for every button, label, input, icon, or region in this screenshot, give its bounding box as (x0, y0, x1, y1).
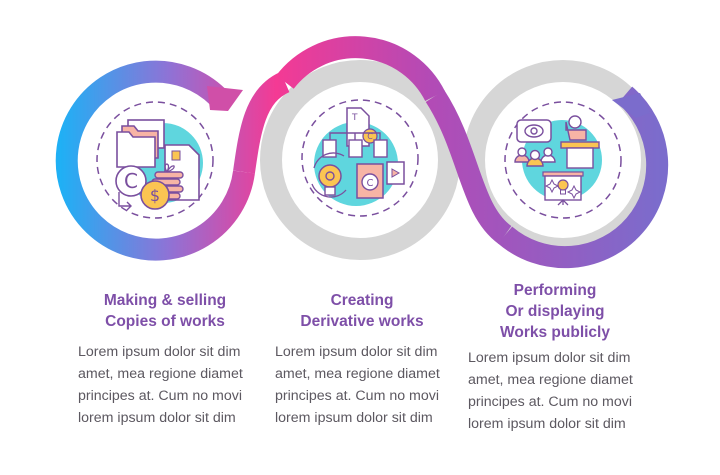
title-line: Creating (330, 292, 394, 309)
step-2: Creating Derivative works Lorem ipsum do… (275, 290, 449, 429)
title-line: Copies of works (105, 313, 225, 330)
body-line: Lorem ipsum dolor sit dim (275, 344, 438, 360)
derivative-works-icon: T C C (301, 99, 419, 217)
step-1-body: Lorem ipsum dolor sit dim amet, mea regi… (78, 341, 252, 429)
gradient-ribbon (55, 36, 669, 269)
body-line: principes at. Cum no movi (78, 388, 243, 404)
public-performance-icon (504, 101, 622, 219)
body-line: lorem ipsum dolor sit dim (275, 410, 433, 426)
svg-text:$: $ (150, 186, 160, 205)
body-line: lorem ipsum dolor sit dim (78, 410, 236, 426)
title-line: Works publicly (500, 324, 610, 341)
title-line: Performing (513, 282, 597, 299)
step-3: Performing Or displaying Works publicly … (468, 280, 642, 435)
title-line: Derivative works (300, 313, 424, 330)
copies-sales-icon: C $ (96, 101, 214, 219)
title-line: Or displaying (505, 303, 605, 320)
body-line: amet, mea regione diamet (275, 366, 440, 382)
body-line: principes at. Cum no movi (468, 394, 633, 410)
svg-text:C: C (367, 132, 373, 141)
body-line: Lorem ipsum dolor sit dim (78, 344, 241, 360)
arrow-tip-step-1 (207, 86, 243, 111)
body-line: amet, mea regione diamet (78, 366, 243, 382)
body-line: lorem ipsum dolor sit dim (468, 416, 626, 432)
step-1-title: Making & selling Copies of works (78, 290, 252, 332)
title-line: Making & selling (103, 292, 227, 309)
step-2-body: Lorem ipsum dolor sit dim amet, mea regi… (275, 341, 449, 429)
arrow-tip-step-3 (612, 93, 650, 118)
process-ribbon-diagram: C $ T C C (55, 36, 669, 269)
step-3-body: Lorem ipsum dolor sit dim amet, mea regi… (468, 347, 642, 435)
body-line: principes at. Cum no movi (275, 388, 440, 404)
body-line: amet, mea regione diamet (468, 372, 633, 388)
step-1: Making & selling Copies of works Lorem i… (78, 290, 252, 429)
svg-text:T: T (351, 113, 358, 123)
step-2-title: Creating Derivative works (275, 290, 449, 332)
svg-text:C: C (124, 169, 138, 193)
step-3-title: Performing Or displaying Works publicly (468, 280, 642, 343)
svg-text:C: C (367, 178, 374, 189)
body-line: Lorem ipsum dolor sit dim (468, 350, 631, 366)
